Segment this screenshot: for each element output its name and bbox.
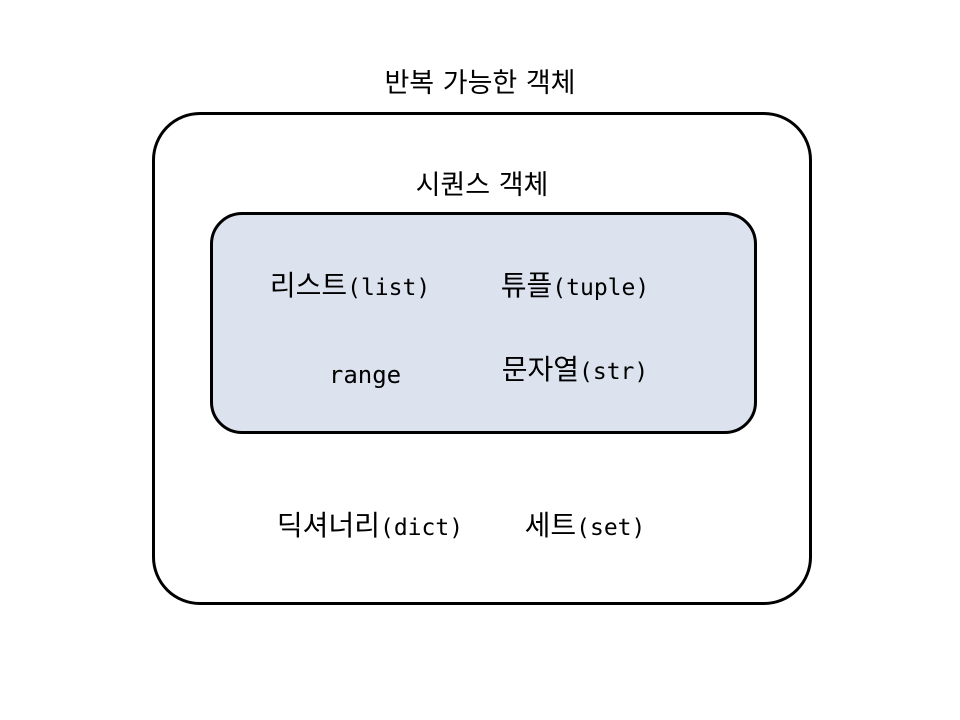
type-item-str: 문자열(str) bbox=[480, 356, 670, 384]
type-item-list-english: (list) bbox=[347, 275, 431, 301]
type-item-str-english: (str) bbox=[579, 359, 649, 385]
type-item-dict-english: (dict) bbox=[379, 515, 464, 541]
type-item-range: range bbox=[270, 360, 460, 388]
type-item-tuple-english: (tuple) bbox=[552, 275, 650, 301]
type-item-list: 리스트(list) bbox=[255, 272, 445, 300]
type-item-set-english: (set) bbox=[576, 515, 646, 541]
type-item-range-english: range bbox=[328, 361, 402, 389]
type-item-dict: 딕셔너리(dict) bbox=[275, 512, 465, 540]
type-item-str-korean: 문자열 bbox=[501, 353, 580, 386]
type-item-set-korean: 세트 bbox=[524, 509, 577, 542]
outer-group-title: 반복 가능한 객체 bbox=[384, 68, 576, 99]
type-item-tuple-korean: 튜플 bbox=[500, 269, 553, 302]
type-item-list-korean: 리스트 bbox=[269, 269, 348, 302]
type-item-dict-korean: 딕셔너리 bbox=[276, 509, 380, 542]
sequence-objects-box bbox=[210, 212, 757, 434]
inner-group-title: 시퀀스 객체 bbox=[415, 170, 549, 201]
type-item-set: 세트(set) bbox=[490, 512, 680, 540]
type-item-tuple: 튜플(tuple) bbox=[480, 272, 670, 300]
